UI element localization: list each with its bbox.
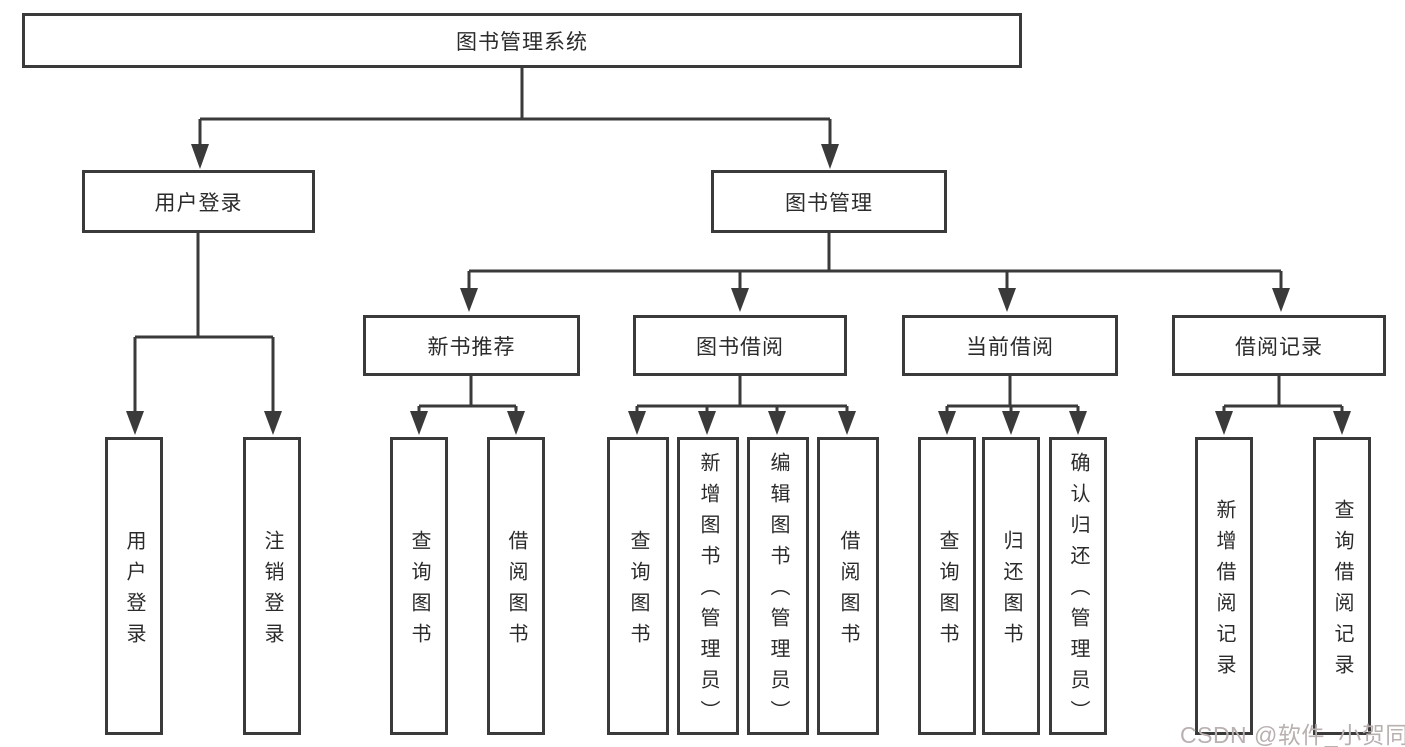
leaf-label: 新增借阅记录 (1213, 498, 1235, 685)
leaf-label: 编辑图书（管理员） (767, 452, 789, 731)
node-user-login: 用户登录 (82, 170, 315, 233)
leaf-query-borrow-record: 查询借阅记录 (1313, 437, 1371, 735)
node-book-management: 图书管理 (711, 170, 947, 233)
leaf-label: 借阅图书 (505, 529, 527, 654)
leaf-return-books: 归还图书 (982, 437, 1040, 735)
node-borrow-records: 借阅记录 (1172, 315, 1386, 376)
leaf-recommend-borrow-books: 借阅图书 (487, 437, 545, 735)
leaf-label: 确认归还（管理员） (1067, 452, 1089, 731)
leaf-add-books-admin: 新增图书（管理员） (677, 437, 739, 735)
leaf-label: 归还图书 (1000, 529, 1022, 654)
leaf-edit-books-admin: 编辑图书（管理员） (747, 437, 809, 735)
leaf-label: 借阅图书 (837, 529, 859, 654)
leaf-recommend-query-books: 查询图书 (390, 437, 448, 735)
leaf-label: 查询图书 (408, 529, 430, 654)
leaf-confirm-return-admin: 确认归还（管理员） (1049, 437, 1107, 735)
node-root-system: 图书管理系统 (22, 13, 1022, 68)
leaf-borrow-books: 借阅图书 (817, 437, 879, 735)
leaf-label: 新增图书（管理员） (697, 452, 719, 731)
leaf-label: 查询图书 (936, 529, 958, 654)
leaf-label: 注销登录 (261, 529, 283, 654)
leaf-label: 查询借阅记录 (1331, 498, 1353, 685)
leaf-borrow-query-books: 查询图书 (607, 437, 669, 735)
leaf-current-query-books: 查询图书 (918, 437, 976, 735)
node-current-borrow: 当前借阅 (902, 315, 1118, 376)
node-new-book-recommend: 新书推荐 (363, 315, 580, 376)
csdn-watermark: CSDN @软件_小贺同学 (1180, 722, 1405, 747)
leaf-add-borrow-record: 新增借阅记录 (1195, 437, 1253, 735)
leaf-label: 用户登录 (123, 529, 145, 654)
leaf-logout-login: 注销登录 (243, 437, 301, 735)
node-book-borrow: 图书借阅 (633, 315, 847, 376)
leaf-label: 查询图书 (627, 529, 649, 654)
leaf-user-login: 用户登录 (105, 437, 163, 735)
